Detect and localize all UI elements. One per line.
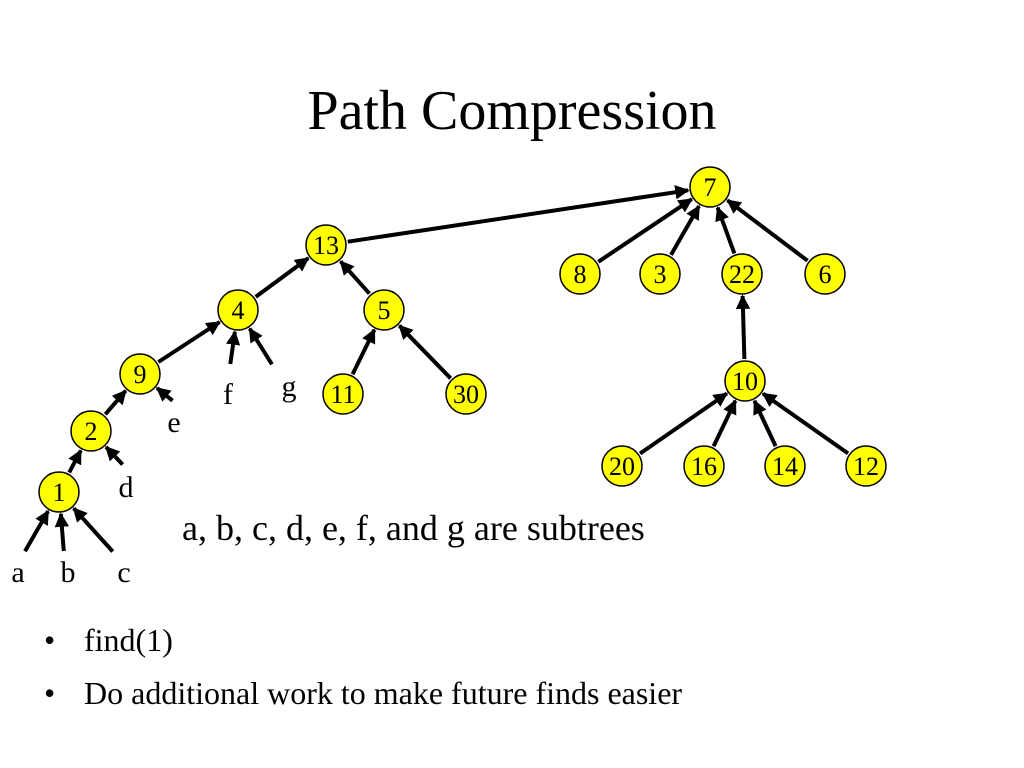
tree-node-30: 30: [445, 373, 487, 415]
tree-node-label: 7: [704, 173, 717, 202]
tree-node-circle: [683, 445, 725, 487]
tree-node-4: 4: [217, 289, 259, 331]
tree-node-8: 8: [559, 253, 601, 295]
edge-20-to-10: [638, 391, 729, 456]
tree-node-circle: [689, 166, 731, 208]
bullet-dot-icon: •: [44, 622, 56, 658]
edge-2-to-9: [103, 389, 128, 416]
edge-14-to-10: [752, 399, 778, 447]
tree-node-circle: [305, 224, 347, 266]
edge-9-to-4: [157, 320, 221, 364]
tree-node-label: 2: [85, 417, 98, 446]
subtree-label-b: b: [61, 556, 76, 589]
tree-node-circle: [721, 253, 763, 295]
tree-node-5: 5: [363, 289, 405, 331]
tree-node-1: 1: [38, 471, 80, 513]
tree-node-circle: [764, 445, 806, 487]
tree-node-circle: [724, 360, 766, 402]
tree-node-3: 3: [639, 253, 681, 295]
slide-title: Path Compression: [307, 80, 717, 142]
tree-node-circle: [845, 445, 887, 487]
tree-node-label: 8: [574, 260, 587, 289]
edge-g-to-4: [248, 327, 274, 366]
tree-node-circle: [363, 289, 405, 331]
tree-node-circle: [217, 289, 259, 331]
edge-f-to-4: [225, 330, 241, 365]
edge-b-to-1: [54, 512, 70, 552]
tree-node-label: 30: [453, 380, 479, 409]
tree-node-label: 14: [772, 452, 798, 481]
subtree-label-d: d: [119, 471, 134, 504]
tree-node-circle: [601, 445, 643, 487]
subtree-label-c: c: [117, 556, 130, 589]
edge-12-to-10: [761, 391, 850, 456]
edge-a-to-1: [23, 509, 50, 553]
edge-30-to-5: [397, 324, 453, 380]
tree-node-label: 3: [654, 260, 667, 289]
edge-10-to-22: [735, 294, 751, 360]
bullet-dot-icon: •: [44, 675, 56, 711]
subtrees-caption: a, b, c, d, e, f, and g are subtrees: [182, 508, 645, 548]
subtree-label-a: a: [11, 556, 24, 589]
edges: [23, 185, 850, 553]
edge-d-to-2: [104, 445, 125, 466]
edge-e-to-9: [155, 386, 174, 403]
tree-node-10: 10: [724, 360, 766, 402]
tree-node-circle: [445, 373, 487, 415]
tree-node-9: 9: [119, 353, 161, 395]
bullet-item: • find(1): [40, 620, 682, 660]
tree-node-14: 14: [764, 445, 806, 487]
subtree-labels: a b c de f g: [11, 370, 296, 589]
subtree-label-e: e: [167, 406, 180, 439]
tree-node-20: 20: [601, 445, 643, 487]
edge-4-to-13: [254, 256, 310, 299]
tree-node-label: 16: [691, 452, 717, 481]
subtree-label-f: f: [223, 378, 233, 411]
tree-node-circle: [322, 373, 364, 415]
edge-1-to-2: [67, 449, 83, 474]
tree-node-circle: [639, 253, 681, 295]
subtree-label-g: g: [282, 370, 297, 403]
tree-node-label: 13: [313, 231, 339, 260]
tree-node-circle: [38, 471, 80, 513]
tree-node-7: 7: [689, 166, 731, 208]
tree-node-label: 11: [330, 380, 355, 409]
edge-13-to-7: [347, 185, 690, 244]
tree-node-6: 6: [804, 253, 846, 295]
tree-node-11: 11: [322, 373, 364, 415]
tree-node-label: 9: [134, 360, 147, 389]
edge-3-to-7: [669, 204, 701, 256]
bullet-item: • Do additional work to make future find…: [40, 673, 682, 713]
edge-5-to-13: [339, 260, 371, 295]
tree-node-label: 4: [232, 296, 245, 325]
tree-node-2: 2: [70, 410, 112, 452]
edge-16-to-10: [711, 399, 738, 448]
bullet-text: Do additional work to make future finds …: [84, 675, 683, 711]
tree-node-label: 1: [53, 478, 66, 507]
tree-node-label: 12: [853, 452, 879, 481]
tree-node-12: 12: [845, 445, 887, 487]
bullet-text: find(1): [84, 622, 173, 658]
tree-node-label: 5: [378, 296, 391, 325]
edge-8-to-7: [597, 197, 693, 264]
tree-node-22: 22: [721, 253, 763, 295]
tree-node-circle: [559, 253, 601, 295]
bullet-list: • find(1) • Do additional work to make f…: [40, 620, 682, 726]
edge-22-to-7: [715, 206, 737, 255]
edge-6-to-7: [726, 198, 809, 263]
tree-node-label: 10: [732, 367, 758, 396]
tree-node-circle: [70, 410, 112, 452]
tree-node-circle: [119, 353, 161, 395]
nodes: 7 13 8 3 22 6 4 5 9 11 30 10 2 1 20 16 14 12: [38, 166, 887, 513]
tree-node-circle: [804, 253, 846, 295]
tree-node-label: 22: [729, 260, 755, 289]
edge-c-to-1: [72, 506, 115, 553]
edge-11-to-5: [350, 328, 377, 376]
tree-node-label: 20: [609, 452, 635, 481]
tree-node-13: 13: [305, 224, 347, 266]
tree-node-label: 6: [819, 260, 832, 289]
tree-node-16: 16: [683, 445, 725, 487]
